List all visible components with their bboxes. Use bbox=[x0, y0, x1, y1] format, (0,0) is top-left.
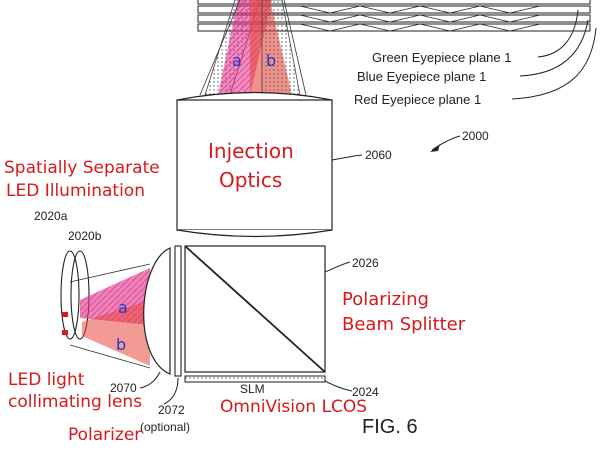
beam-splitter-label-line2: Beam Splitter bbox=[342, 314, 466, 335]
led-illumination-title-line2: LED Illumination bbox=[6, 181, 145, 201]
led-ref-a: 2020a bbox=[34, 209, 68, 223]
led-illumination-title-line1: Spatially Separate bbox=[4, 158, 160, 178]
polarizing-beam-splitter bbox=[184, 245, 326, 373]
collimating-lens-label-line2: collimating lens bbox=[8, 392, 142, 412]
beam-label-a: a bbox=[232, 51, 242, 70]
illumination-beam-b: b bbox=[116, 335, 126, 354]
injection-optics-block bbox=[176, 91, 333, 238]
beam-splitter-leader bbox=[324, 261, 351, 273]
beam-splitter-ref: 2026 bbox=[352, 256, 379, 270]
injection-optics-leader bbox=[331, 154, 363, 161]
collimating-lens-ref: 2070 bbox=[110, 381, 137, 395]
beam-label-b: b bbox=[266, 51, 276, 70]
collimating-lens-leader bbox=[139, 371, 161, 389]
polarizer-label: Polarizer bbox=[68, 425, 141, 445]
slm-plate bbox=[184, 375, 326, 383]
main-ref-number: 2000 bbox=[462, 129, 489, 143]
blue-eyepiece-label: Blue Eyepiece plane 1 bbox=[357, 69, 486, 84]
slm-label: SLM bbox=[240, 382, 265, 396]
injection-optics-label-line2: Optics bbox=[219, 168, 282, 192]
collimating-lens bbox=[143, 247, 171, 375]
slm-leader bbox=[324, 380, 353, 392]
slm-caption: OmniVision LCOS bbox=[220, 397, 367, 417]
polarizer-leader bbox=[163, 377, 179, 405]
injection-optics-label-line1: Injection bbox=[208, 139, 294, 163]
polarizer-note: (optional) bbox=[140, 420, 190, 434]
figure-caption: FIG. 6 bbox=[362, 416, 418, 438]
slm-ref: 2024 bbox=[352, 385, 379, 399]
polarizer-plate bbox=[174, 245, 182, 377]
green-eyepiece-label: Green Eyepiece plane 1 bbox=[372, 50, 511, 65]
led-markers bbox=[62, 312, 68, 335]
beam-splitter-label-line1: Polarizing bbox=[342, 289, 429, 310]
eyepiece-leaders bbox=[511, 9, 597, 100]
output-beams bbox=[199, 0, 307, 96]
illumination-beams bbox=[69, 263, 151, 369]
eyepiece-plane-stack bbox=[197, 0, 591, 32]
led-ref-b: 2020b bbox=[68, 229, 102, 243]
red-eyepiece-label: Red Eyepiece plane 1 bbox=[354, 92, 481, 107]
led-sources bbox=[60, 250, 90, 340]
main-ref-arrow bbox=[430, 135, 461, 152]
injection-optics-ref: 2060 bbox=[365, 148, 392, 162]
collimating-lens-label-line1: LED light bbox=[8, 370, 85, 390]
illumination-beam-a: a bbox=[118, 298, 128, 317]
polarizer-ref: 2072 bbox=[158, 403, 185, 417]
